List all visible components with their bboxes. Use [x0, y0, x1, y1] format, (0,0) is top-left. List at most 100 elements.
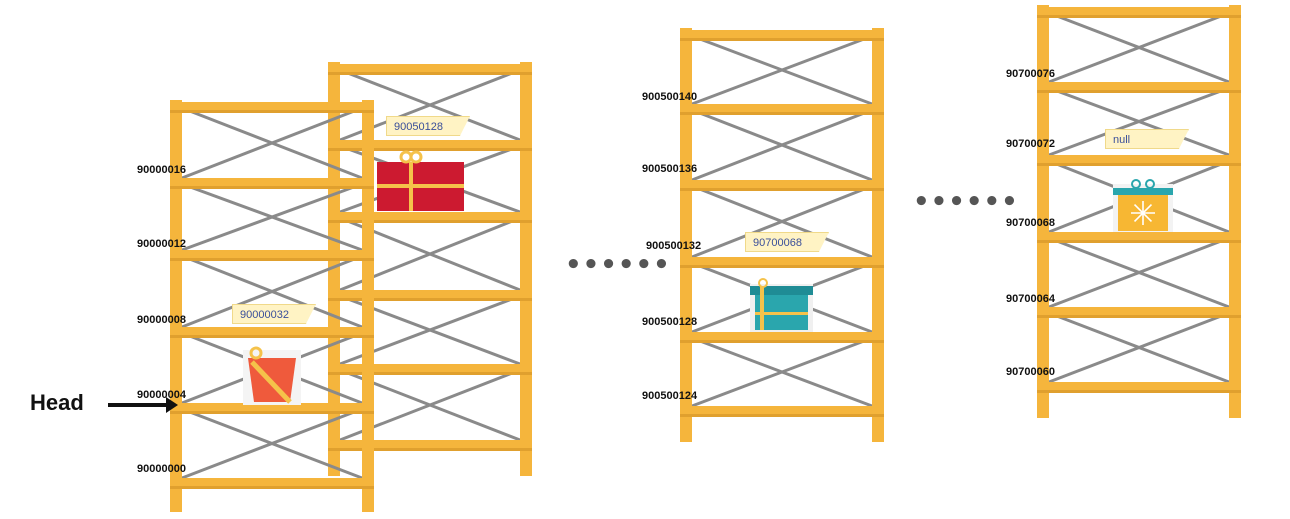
- gift-ribbon: [377, 184, 464, 188]
- shelf-beam-edge: [328, 448, 532, 451]
- rack-post: [520, 62, 532, 476]
- cross-brace: [691, 336, 873, 408]
- gift-ribbon: [250, 360, 292, 404]
- rack-post: [170, 100, 182, 512]
- cross-brace: [1048, 236, 1230, 309]
- cross-brace: [181, 254, 363, 329]
- shelf-beam-edge: [1037, 240, 1241, 243]
- address-label: 900500140: [642, 91, 698, 103]
- shelf-beam-edge: [680, 38, 884, 41]
- shelf-beam-edge: [680, 112, 884, 115]
- address-label: 900500132: [646, 240, 702, 252]
- shelf-beam: [328, 64, 532, 75]
- gift-bow: [1145, 179, 1155, 189]
- ellipsis: ••••••: [913, 187, 1019, 217]
- gift-ribbon: [760, 286, 764, 330]
- shelf-beam: [170, 102, 374, 113]
- shelf-beam: [170, 403, 374, 414]
- address-label: 90700060: [1006, 366, 1055, 378]
- shelf-beam-edge: [1037, 163, 1241, 166]
- shelf-beam: [170, 250, 374, 261]
- shelf-beam: [1037, 7, 1241, 18]
- shelf-beam-edge: [680, 414, 884, 417]
- shelf-beam: [328, 140, 532, 151]
- shelf-beam-edge: [170, 486, 374, 489]
- head-arrow-icon: [108, 397, 178, 413]
- shelf-beam-edge: [170, 258, 374, 261]
- pointer-note: 90700068: [745, 232, 829, 252]
- shelf-beam: [680, 30, 884, 41]
- shelf-beam: [680, 104, 884, 115]
- address-label: 900500124: [642, 390, 698, 402]
- pointer-note: 90000032: [232, 304, 316, 324]
- shelf-beam-edge: [328, 72, 532, 75]
- shelf-beam: [1037, 382, 1241, 393]
- shelf-beam: [680, 180, 884, 191]
- address-label: 90700072: [1006, 138, 1055, 150]
- pointer-note: null: [1105, 129, 1189, 149]
- address-label: 90000012: [137, 238, 186, 250]
- gift-bow: [409, 150, 423, 164]
- cross-brace: [691, 184, 873, 259]
- cross-brace: [1048, 11, 1230, 84]
- address-label: 90000000: [137, 463, 186, 475]
- rack-post: [1229, 5, 1241, 418]
- gift-ribbon: [755, 312, 808, 315]
- address-label: 900500136: [642, 163, 698, 175]
- shelf-beam: [170, 478, 374, 489]
- cross-brace: [691, 34, 873, 106]
- shelf-beam: [680, 406, 884, 417]
- shelf-beam: [170, 178, 374, 189]
- gift-lid: [1113, 188, 1173, 195]
- shelf-beam-edge: [170, 411, 374, 414]
- shelf-beam-edge: [328, 148, 532, 151]
- shelf-beam-edge: [328, 372, 532, 375]
- address-label: 90000016: [137, 164, 186, 176]
- rack-post: [362, 100, 374, 512]
- shelf-beam-edge: [1037, 90, 1241, 93]
- shelf-beam-edge: [1037, 315, 1241, 318]
- address-label: 900500128: [642, 316, 698, 328]
- cross-brace: [181, 106, 363, 180]
- address-label: 90000004: [137, 389, 186, 401]
- shelf-beam-edge: [680, 265, 884, 268]
- gift-bow: [249, 346, 263, 360]
- shelf-beam-edge: [328, 220, 532, 223]
- shelf-beam: [1037, 82, 1241, 93]
- gift-bow: [758, 278, 768, 288]
- address-label: 90700064: [1006, 293, 1055, 305]
- shelf-beam: [328, 440, 532, 451]
- shelf-beam: [328, 364, 532, 375]
- shelf-beam: [328, 290, 532, 301]
- cross-brace: [1048, 86, 1230, 157]
- cross-brace: [691, 108, 873, 182]
- ellipsis: ••••••: [565, 250, 671, 280]
- shelf-beam: [1037, 307, 1241, 318]
- head-label: Head: [30, 390, 84, 415]
- address-label: 90700068: [1006, 217, 1055, 229]
- shelf-beam: [1037, 155, 1241, 166]
- shelf-beam: [328, 212, 532, 223]
- gift-lid: [750, 286, 813, 295]
- shelf-beam-edge: [1037, 390, 1241, 393]
- rack-post: [872, 28, 884, 442]
- shelf-beam: [170, 327, 374, 338]
- shelf-beam-edge: [170, 335, 374, 338]
- shelf-beam: [680, 332, 884, 343]
- address-label: 90700076: [1006, 68, 1055, 80]
- shelf-beam: [680, 257, 884, 268]
- shelf-beam-edge: [328, 298, 532, 301]
- shelf-beam-edge: [680, 188, 884, 191]
- snowflake-stroke: [1133, 203, 1153, 223]
- shelf-beam-edge: [170, 110, 374, 113]
- rack-post: [1037, 5, 1049, 418]
- gift-ribbon: [409, 162, 413, 211]
- cross-brace: [181, 407, 363, 480]
- shelf-beam-edge: [170, 186, 374, 189]
- shelf-beam-edge: [680, 340, 884, 343]
- gift-bow: [1131, 179, 1141, 189]
- address-label: 90000008: [137, 314, 186, 326]
- pointer-note: 90050128: [386, 116, 470, 136]
- shelf-beam: [1037, 232, 1241, 243]
